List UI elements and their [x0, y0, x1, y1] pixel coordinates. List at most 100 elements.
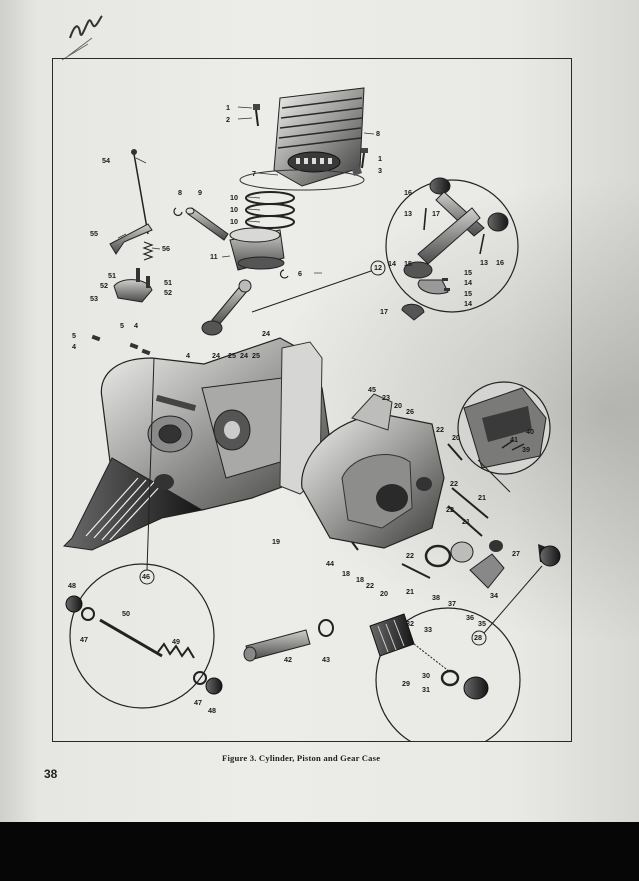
callout-10b: 10: [230, 205, 238, 214]
oil-pump-spring: [142, 241, 154, 261]
callout-11: 11: [210, 252, 218, 261]
callout-43: 43: [322, 655, 330, 664]
callout-21c: 21: [406, 587, 414, 596]
callout-52b: 52: [164, 288, 172, 297]
callout-31: 31: [422, 685, 430, 694]
callout-35: 35: [478, 619, 486, 628]
callout-2: 2: [226, 115, 230, 124]
cylinder-part: [273, 87, 365, 187]
callout-6: 6: [298, 269, 302, 278]
inset-detail-circle: [457, 381, 551, 475]
callout-20c: 20: [380, 589, 388, 598]
pin-retainer-left: [173, 207, 183, 216]
callout-36: 36: [466, 613, 474, 622]
oil-pump-rod: [131, 149, 149, 235]
connecting-rod-part: [201, 279, 252, 336]
callout-45: 45: [368, 385, 376, 394]
callout-54: 54: [102, 156, 110, 165]
piston-rings: [245, 191, 295, 229]
gear-case-studs: [351, 443, 489, 579]
callout-4b: 4: [134, 321, 138, 330]
leader-46: [146, 357, 155, 571]
callout-26: 26: [406, 407, 414, 416]
callout-17b: 17: [380, 307, 388, 316]
callout-9: 9: [198, 188, 202, 197]
callout-4a: 4: [72, 342, 76, 351]
cylinder-screw-left: [253, 104, 260, 127]
oil-pump-plate: [113, 268, 153, 303]
callout-41: 41: [510, 435, 518, 444]
callout-49: 49: [172, 637, 180, 646]
callout-39: 39: [522, 445, 530, 454]
callout-47b: 47: [194, 698, 202, 707]
cylinder-gasket: [239, 169, 365, 191]
callout-56: 56: [162, 244, 170, 253]
callout-50: 50: [122, 609, 130, 618]
wrist-pin: [185, 207, 229, 241]
callout-24a: 24: [212, 351, 220, 360]
oil-pump-lever: [109, 223, 153, 255]
callout-51b: 51: [164, 278, 172, 287]
scan-bottom-band: [0, 822, 639, 881]
callout-18b: 18: [356, 575, 364, 584]
callout-37: 37: [448, 599, 456, 608]
callout-23: 23: [382, 393, 390, 402]
callout-21b: 21: [462, 517, 470, 526]
callout-46: 46: [142, 572, 150, 581]
callout-14c: 14: [464, 299, 472, 308]
bar-stud-inset-circle: [65, 563, 223, 709]
figure-caption: Figure 3. Cylinder, Piston and Gear Case: [222, 753, 381, 763]
callout-8b: 8: [178, 188, 182, 197]
callout-15b: 15: [464, 268, 472, 277]
callout-circle-46: [139, 569, 155, 585]
callout-13a: 13: [404, 209, 412, 218]
callout-10a: 10: [230, 193, 238, 202]
callout-7: 7: [252, 169, 256, 178]
callout-32: 32: [406, 619, 414, 628]
callout-47a: 47: [80, 635, 88, 644]
callout-circle-12: [370, 260, 386, 276]
callout-5a: 5: [72, 331, 76, 340]
callout-40: 40: [526, 427, 534, 436]
page-number: 38: [44, 767, 58, 781]
callout-14b: 14: [464, 278, 472, 287]
callout-16a: 16: [404, 188, 412, 197]
crankcase-main: [62, 337, 335, 551]
callout-44: 44: [326, 559, 334, 568]
callout-48b: 48: [208, 706, 216, 715]
callout-22b: 22: [450, 479, 458, 488]
callout-20a: 20: [394, 401, 402, 410]
exploded-parts-diagram: 1 2 8 1 3 7 54 8 9 10 10 10 55 56 11 6 5…: [62, 87, 561, 742]
callout-21a: 21: [478, 493, 486, 502]
callout-27: 27: [512, 549, 520, 558]
callout-53: 53: [90, 294, 98, 303]
leader-28: [483, 565, 543, 634]
crankcase-small-screws: [91, 334, 151, 356]
bushing-part: [243, 629, 311, 662]
callout-17a: 17: [432, 209, 440, 218]
callout-15c: 15: [464, 289, 472, 298]
handwritten-mark-icon: [61, 15, 103, 61]
leader-12: [251, 269, 375, 313]
callout-10c: 10: [230, 217, 238, 226]
callout-3: 3: [378, 166, 382, 175]
callout-circle-28: [471, 630, 487, 646]
callout-24c: 24: [262, 329, 270, 338]
callout-16b: 16: [496, 258, 504, 267]
callout-34: 34: [490, 591, 498, 600]
crankshaft-seal-parts: [424, 540, 561, 589]
callout-20b: 20: [452, 433, 460, 442]
callout-28: 28: [474, 633, 482, 642]
callout-38: 38: [432, 593, 440, 602]
callout-22d: 22: [406, 551, 414, 560]
callout-22e: 22: [366, 581, 374, 590]
callout-29: 29: [402, 679, 410, 688]
callout-25a: 25: [228, 351, 236, 360]
gear-case-cover: [301, 393, 445, 549]
callout-30: 30: [422, 671, 430, 680]
callout-18a: 18: [342, 569, 350, 578]
callout-4c: 4: [186, 351, 190, 360]
callout-33: 33: [424, 625, 432, 634]
cylinder-screw-right: [352, 148, 368, 176]
callout-24b: 24: [240, 351, 248, 360]
